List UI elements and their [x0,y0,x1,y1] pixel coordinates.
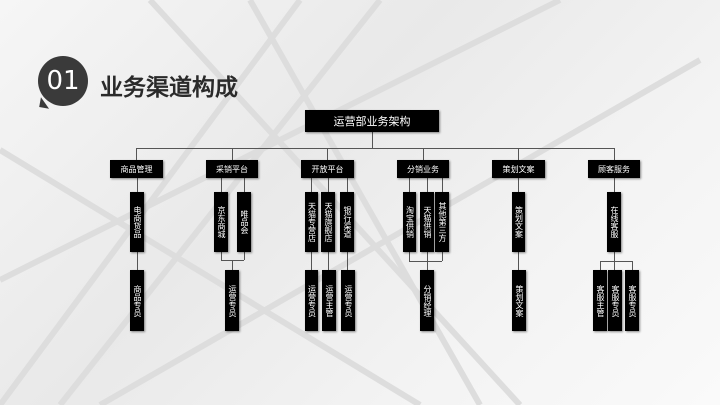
section-number-badge: 01 [38,56,88,106]
role-box: 商品专员 [130,270,144,331]
connector [442,178,443,192]
role-box: 运营专员 [225,270,239,331]
connector [136,148,615,149]
connector [232,260,233,270]
sub-channel-box: 银行渠道 [340,192,354,252]
category-box: 顾客服务 [588,160,640,178]
role-box: 客服主管 [593,270,607,331]
category-box: 策划文案 [492,160,545,178]
role-box: 策划文案 [512,270,526,331]
connector [423,148,424,160]
category-box: 开放平台 [301,160,354,178]
connector [244,178,245,192]
sub-channel-box: 其他第三方 [435,192,449,252]
connector [632,261,633,270]
sub-channel-box: 京东商城 [214,192,228,252]
connector [614,148,615,160]
connector [409,252,410,261]
role-box: 运营专员 [305,270,318,331]
category-box: 采销平台 [206,160,258,178]
connector [232,148,233,160]
connector [600,261,632,262]
sub-channel-box: 天猫旗舰店 [321,192,335,252]
sub-channel-box: 天猫专营店 [305,192,318,252]
connector [221,252,222,260]
connector [136,148,137,160]
category-box: 分销业务 [397,160,449,178]
sub-channel-box: 策划文案 [512,192,525,252]
sub-channel-box: 唯品会 [237,192,251,252]
sub-channel-box: 电商货品 [130,192,144,252]
org-root: 运营部业务架构 [305,110,439,132]
connector [244,252,245,260]
sub-channel-box: 在线客服 [607,192,621,252]
connector [221,178,222,192]
connector [372,132,373,148]
role-box: 运营专员 [341,270,355,331]
connector [409,178,410,192]
sub-channel-box: 淘宝供销 [403,192,416,252]
connector [327,148,328,160]
page-title: 业务渠道构成 [100,75,238,101]
role-box: 客服专员 [608,270,622,331]
role-box: 客服专员 [625,270,639,331]
connector [427,252,428,270]
connector [442,252,443,261]
sub-channel-box: 天猫供销 [420,192,434,252]
connector [427,178,428,192]
role-box: 分销经理 [420,270,434,331]
connector [518,148,519,160]
role-box: 运营主管 [322,270,336,331]
connector [409,261,442,262]
connector [600,261,601,270]
category-box: 商品管理 [110,160,163,178]
